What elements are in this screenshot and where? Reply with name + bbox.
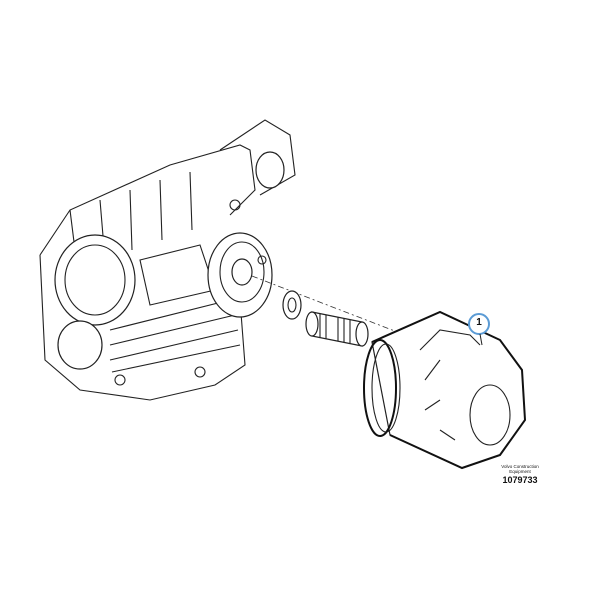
callout-circle [468, 313, 490, 335]
engine-block [39, 119, 296, 401]
company-line1: Volvo Construction [501, 464, 539, 469]
assembly-axis-line [251, 275, 471, 361]
callout-label: 1 [476, 317, 482, 328]
cylinder-bore [54, 234, 136, 326]
figure-caption: Volvo Construction Equipment 1079733 [492, 464, 548, 485]
callout-1 [468, 313, 490, 346]
oil-filter [363, 310, 527, 470]
company-line2: Equipment [509, 469, 531, 474]
threaded-nipple [305, 311, 369, 347]
figure-number: 1079733 [502, 475, 538, 485]
filter-mounting-flange [207, 232, 273, 318]
sealing-washer [282, 290, 302, 320]
